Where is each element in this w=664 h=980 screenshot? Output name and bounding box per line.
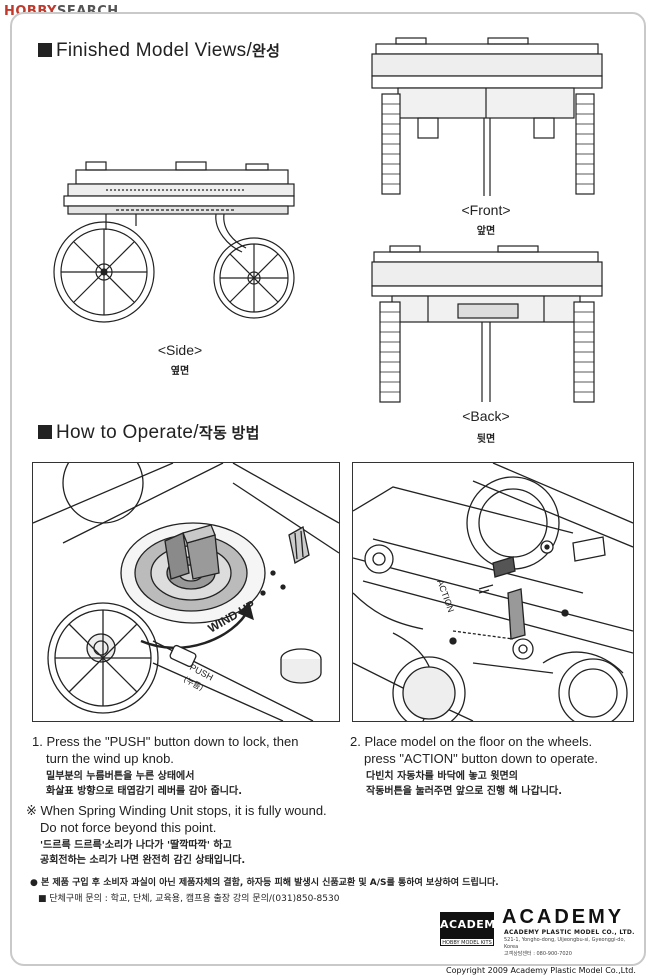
academy-brand-logo: ACADEMY (502, 906, 625, 928)
warranty-notice: ● 본 제품 구입 후 소비자 과실이 아닌 제품자체의 결함, 하자등 피해 … (30, 878, 499, 888)
reference-mark-icon: ※ (26, 803, 37, 818)
side-view-drawing (53, 161, 295, 323)
action-drawing: ACTION (353, 463, 633, 721)
finished-views-title: Finished Model Views/완성 (38, 40, 280, 62)
front-label-ko: 앞면 (476, 226, 496, 237)
square-bullet-icon (38, 43, 52, 57)
wind-up-drawing: WIND UP PUSH (누름) (33, 463, 339, 721)
back-view-drawing (371, 245, 603, 403)
wind-up-illustration-panel: WIND UP PUSH (누름) (32, 462, 340, 722)
academy-logo-box: ACADEMY (440, 912, 504, 938)
front-label: <Front> (461, 202, 511, 218)
spring-note: ※ When Spring Winding Unit stops, it is … (26, 803, 327, 835)
side-label-ko: 옆면 (170, 366, 190, 377)
back-label-ko: 뒷면 (476, 434, 496, 445)
spring-note-ko: '드르륵 드르륵'소리가 나다가 '딸깍따깍' 하고 공회전하는 소리가 나면 … (40, 840, 246, 866)
square-bullet-icon (38, 425, 52, 439)
step-1-text: 1. Press the "PUSH" button down to lock,… (32, 734, 299, 766)
copyright-text: Copyright 2009 Academy Plastic Model Co.… (446, 966, 636, 975)
action-illustration-panel: ACTION (352, 462, 634, 722)
step-2-text: 2. Place model on the floor on the wheel… (350, 734, 598, 766)
academy-logo-subtitle: HOBBY MODEL KITS (440, 938, 494, 946)
step-2-text-ko: 다빈치 자동차를 바닥에 놓고 윗면의 작동버튼을 눌러주면 앞으로 진행 해 … (366, 771, 563, 797)
side-label: <Side> (157, 342, 203, 358)
step-1-text-ko: 밀부분의 누름버튼을 누른 상태에서 화살표 방향으로 태엽감기 레버를 감아 … (46, 771, 243, 797)
back-label: <Back> (462, 408, 510, 424)
company-address: 521-1, Yongho-dong, Uijeongbu-si, Gyeong… (504, 937, 626, 957)
how-to-operate-title: How to Operate/작동 방법 (38, 422, 260, 444)
front-view-drawing (371, 37, 603, 196)
academy-company-name: ACADEMY PLASTIC MODEL CO., LTD. (504, 929, 635, 936)
group-purchase-inquiry: ■ 단체구매 문의 : 학교, 단체, 교육용, 캠프용 출장 강의 문의/(0… (38, 894, 340, 904)
